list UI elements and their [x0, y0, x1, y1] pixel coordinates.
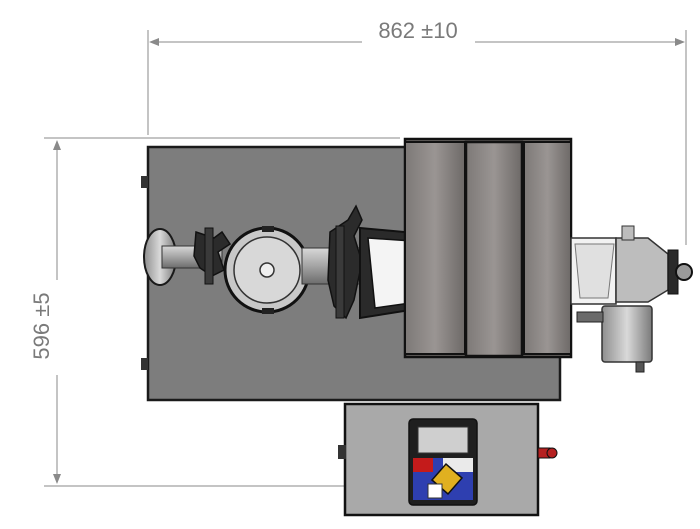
power-knob	[537, 447, 558, 459]
heater-band	[523, 141, 572, 355]
height-dimension: 596 ±5	[29, 137, 400, 487]
shaft-hub	[259, 262, 275, 278]
height-dimension-label: 596 ±5	[29, 292, 54, 359]
die-end-cap	[675, 263, 693, 281]
control-box	[338, 402, 558, 517]
mounting-tab	[141, 176, 148, 188]
mounting-tab	[141, 358, 148, 370]
clamp-left	[193, 227, 232, 285]
heater-band	[404, 141, 466, 355]
gear-housing	[223, 226, 311, 314]
width-dimension-label: 862 ±10	[378, 18, 457, 43]
display-screen	[417, 426, 469, 454]
control-panel	[408, 418, 478, 506]
panel-red-area	[413, 458, 433, 472]
width-dimension: 862 ±10	[147, 18, 687, 245]
control-box-mount	[338, 445, 346, 459]
heater-block	[403, 137, 573, 359]
die-assembly	[570, 225, 693, 373]
motor-cylinder	[601, 305, 653, 363]
heater-band	[464, 140, 524, 358]
